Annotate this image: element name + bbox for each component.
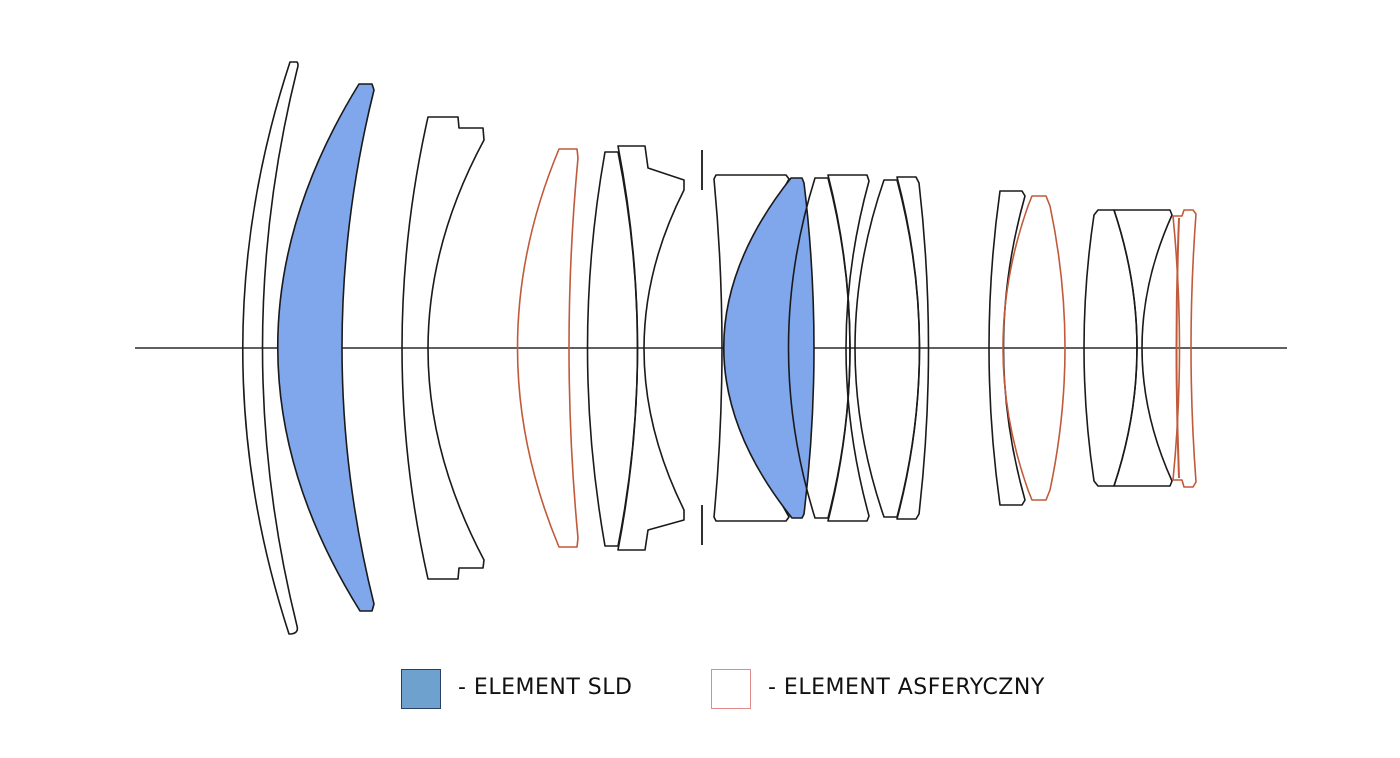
- lens-element-17-inner-line: [1175, 217, 1180, 479]
- lens-element-1: [242, 61, 299, 635]
- lens-element-2-sld: [277, 83, 375, 612]
- lens-element-3: [401, 116, 485, 580]
- lens-element-17-aspherical: [1172, 209, 1197, 488]
- lens-element-14-aspherical: [1002, 195, 1066, 501]
- legend-sld-label: - ELEMENT SLD: [458, 675, 633, 700]
- lens-element-4-aspherical: [516, 148, 579, 548]
- lens-element-16: [1113, 209, 1173, 487]
- lens-element-8-sld: [723, 177, 815, 519]
- legend-aspherical-swatch: [711, 669, 751, 709]
- lens-element-5: [586, 151, 639, 547]
- lens-element-6: [617, 145, 685, 551]
- legend-sld-swatch: [401, 669, 441, 709]
- legend-aspherical-label: - ELEMENT ASFERYCZNY: [768, 675, 1045, 700]
- lens-element-13: [988, 190, 1026, 506]
- lens-element-12: [896, 176, 930, 520]
- lens-element-10: [827, 174, 870, 522]
